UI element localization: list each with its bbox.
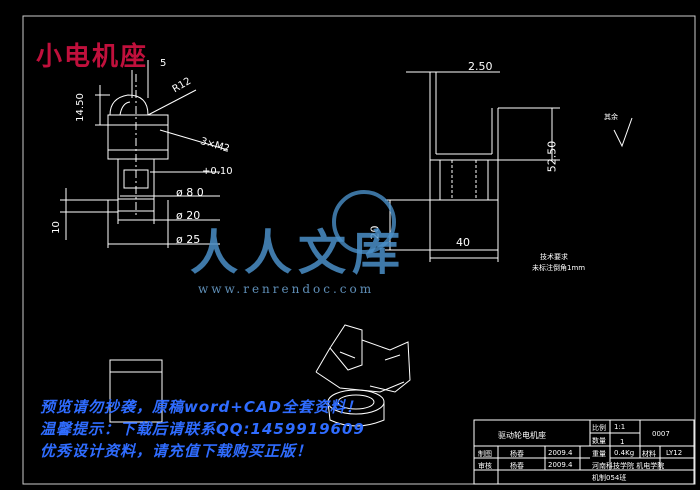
note-line-3: 优秀设计资料，请充值下载购买正版！ <box>40 442 313 460</box>
tb-drawing-no: 0007 <box>652 430 670 438</box>
note-line-1: 预览请勿抄袭，原稿word+CAD全套资料！ <box>40 398 362 416</box>
tb-ratio: 1:1 <box>614 423 626 431</box>
tb-class: 机制054班 <box>592 474 627 482</box>
isometric-view <box>315 324 411 427</box>
front-view <box>60 60 229 248</box>
roughness-symbol <box>613 117 633 148</box>
dim-dia-8: ø 8 0 <box>176 186 204 199</box>
drawing-frame <box>22 15 696 485</box>
tb-date-2: 2009.4 <box>548 461 573 469</box>
tech-req-title: 技术要求 <box>540 253 568 261</box>
tb-qty-label: 数量 <box>592 437 606 445</box>
bottom-view <box>109 359 163 423</box>
watermark-url: www.renrendoc.com <box>198 282 375 296</box>
watermark-text: 人人文库 <box>190 225 407 281</box>
roughness-label: 其余 <box>604 113 618 121</box>
tb-date-1: 2009.4 <box>548 449 573 457</box>
tb-ratio-label: 比例 <box>592 424 606 432</box>
dim-52-50: 52.50 <box>545 140 559 173</box>
dim-tolerance: +0.10 <box>202 166 233 177</box>
dim-5: 5 <box>160 58 167 69</box>
tb-drawer: 杨春 <box>510 450 524 458</box>
tb-qty: 1 <box>620 438 625 446</box>
watermark-logo <box>332 190 396 254</box>
title-block <box>473 419 695 485</box>
tb-check-label: 审核 <box>478 462 492 470</box>
tb-material-label: 材料 <box>642 450 656 458</box>
tech-req-text: 未标注倒角1mm <box>532 264 586 272</box>
dim-10: 10 <box>50 221 62 234</box>
tb-material: LY12 <box>666 449 683 457</box>
dim-14-50: 14.50 <box>74 93 86 122</box>
tb-checker: 杨春 <box>510 462 524 470</box>
dim-40: 40 <box>456 236 470 249</box>
side-view <box>385 71 560 262</box>
dim-2-50: 2.50 <box>468 60 493 73</box>
tb-school: 河南科技学院 机电学院 <box>592 462 665 470</box>
dim-dia-25: ø 25 <box>176 233 201 246</box>
dim-dia-20: ø 20 <box>176 209 201 222</box>
tb-part-name: 驱动轮电机座 <box>498 431 546 440</box>
tb-weight-label: 重量 <box>592 450 606 458</box>
tb-draw-label: 制图 <box>478 450 492 458</box>
drawing-title: 小电机座 <box>36 42 149 72</box>
tb-weight: 0.4Kg <box>614 449 635 457</box>
note-line-2: 温馨提示：下载后请联系QQ:1459919609 <box>40 420 365 438</box>
